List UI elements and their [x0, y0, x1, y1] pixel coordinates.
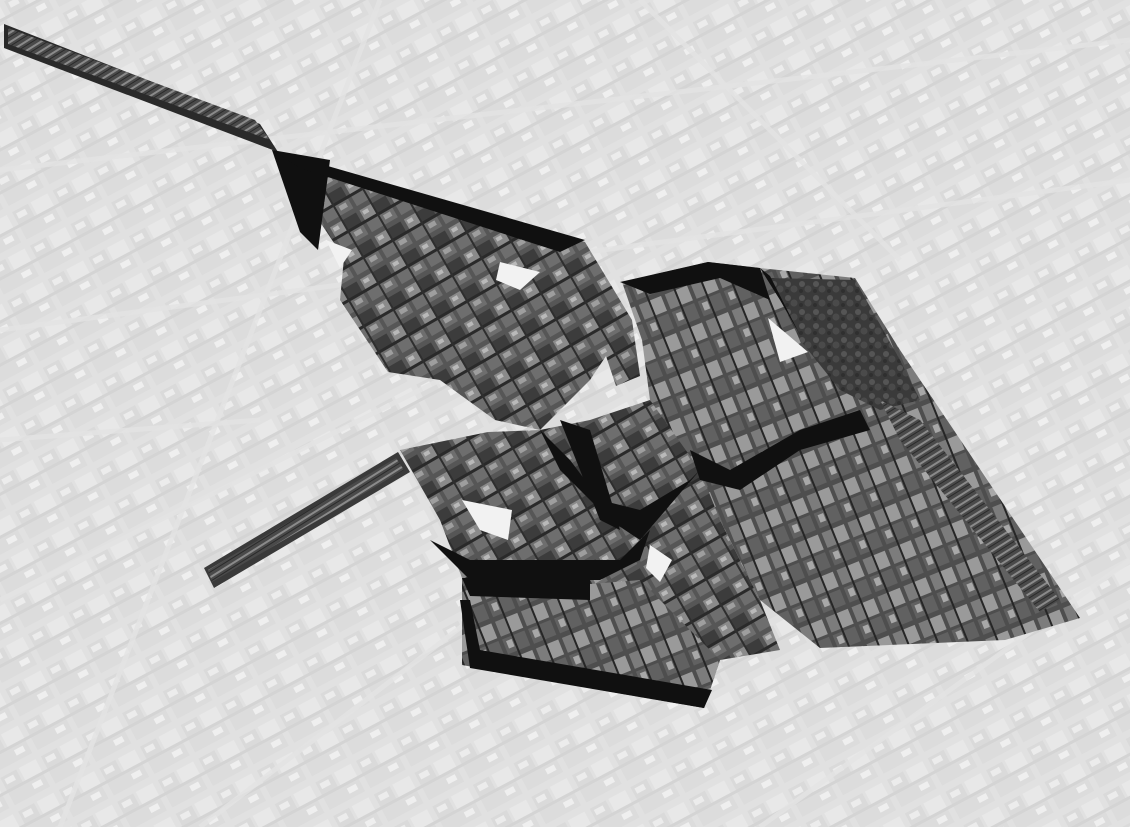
district-roads	[272, 150, 870, 708]
highlighted-district	[272, 150, 1080, 708]
northwest-corridor	[4, 24, 278, 152]
area-northwest	[272, 150, 640, 430]
rail-yard	[880, 400, 1060, 612]
park	[770, 278, 920, 410]
gap-patches	[326, 240, 808, 582]
area-northeast	[622, 262, 1080, 648]
southwest-corridor	[204, 452, 410, 588]
